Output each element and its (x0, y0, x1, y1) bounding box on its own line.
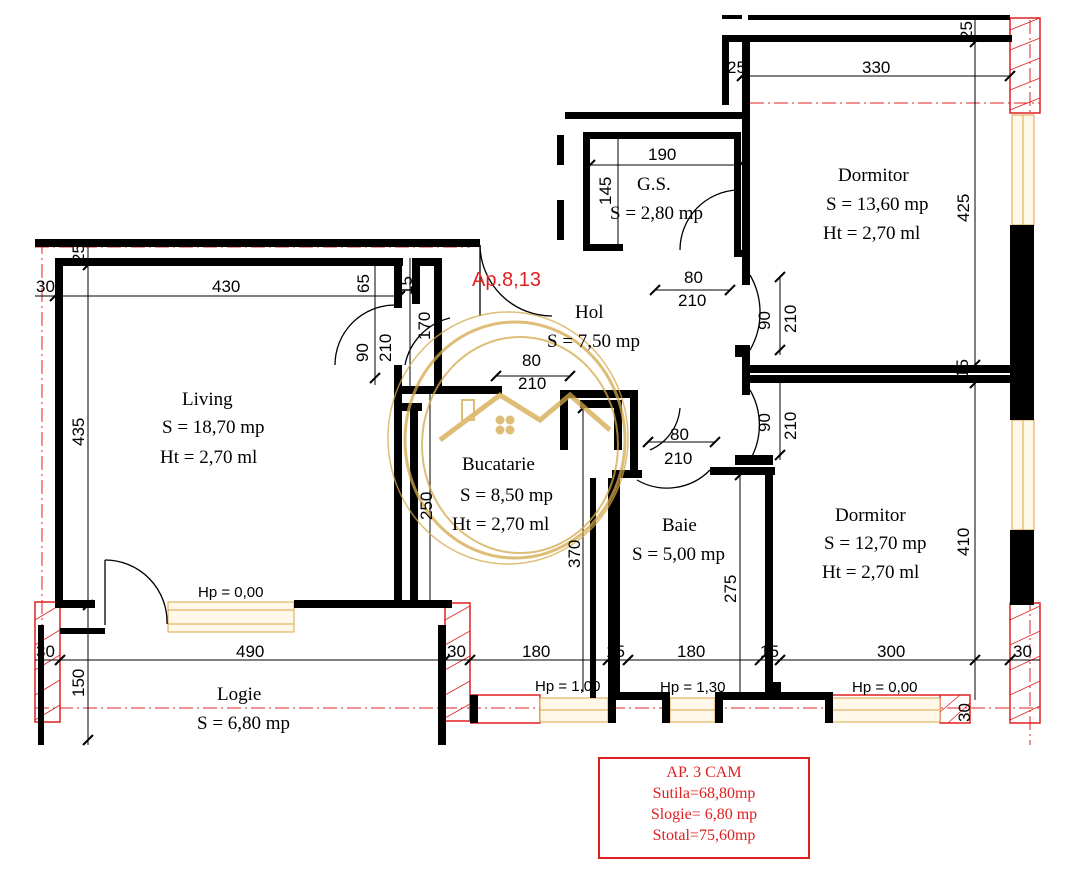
dim-30-bottom: 30 (955, 703, 974, 722)
dim-370: 370 (565, 540, 584, 568)
dim-210-f: 210 (664, 449, 692, 468)
dim-15-d: 15 (760, 642, 779, 661)
dim-330: 330 (862, 58, 890, 77)
dim-80-b: 80 (684, 268, 703, 287)
dormitor1-name: Dormitor (838, 165, 909, 186)
dimension-lines (35, 20, 1040, 746)
dormitor1-area: S = 13,60 mp (826, 194, 929, 215)
dim-25-right: 25 (957, 21, 976, 40)
dim-30-right: 30 (1013, 642, 1032, 661)
dim-180-a: 180 (522, 642, 550, 661)
dormitor2-name: Dormitor (835, 505, 906, 526)
dim-15-c: 15 (606, 642, 625, 661)
dim-80-c: 80 (670, 425, 689, 444)
dim-250: 250 (417, 492, 436, 520)
summary-stotal: Stotal=75,60mp (652, 827, 756, 844)
bucatarie-height: Ht = 2,70 ml (452, 514, 549, 535)
dim-210-b: 210 (518, 374, 546, 393)
dim-80-a: 80 (522, 351, 541, 370)
windows (167, 114, 1035, 723)
watermark-logo (387, 311, 629, 565)
gs-name: G.S. (637, 174, 671, 195)
dim-430: 430 (212, 277, 240, 296)
dim-170: 170 (415, 312, 434, 340)
dim-210-e: 210 (781, 412, 800, 440)
living-height: Ht = 2,70 ml (160, 447, 257, 468)
living-area: S = 18,70 mp (162, 417, 265, 438)
dormitor2-area: S = 12,70 mp (824, 533, 927, 554)
dormitor2-height: Ht = 2,70 ml (822, 562, 919, 583)
bucatarie-name: Bucatarie (462, 454, 535, 475)
baie-name: Baie (662, 515, 697, 536)
summary-sutila: Sutila=68,80mp (652, 785, 756, 802)
sill-labels: Hp = 0,00 Hp = 1,00 Hp = 1,30 Hp = 0,00 (198, 584, 917, 696)
summary-box: AP. 3 CAM Sutila=68,80mp Slogie= 6,80 mp… (598, 757, 810, 859)
hp-living: Hp = 0,00 (198, 584, 263, 601)
dim-180-b: 180 (677, 642, 705, 661)
dim-410: 410 (954, 528, 973, 556)
hp-bath: Hp = 1,30 (660, 679, 725, 696)
dim-90-c: 90 (755, 413, 774, 432)
hp-kitchen: Hp = 1,00 (535, 678, 600, 695)
dim-275: 275 (721, 575, 740, 603)
dim-25-living: 25 (69, 244, 88, 263)
hp-bedroom: Hp = 0,00 (852, 679, 917, 696)
logie-area: S = 6,80 mp (197, 713, 290, 734)
hol-name: Hol (575, 302, 604, 323)
room-labels: Living S = 18,70 mp Ht = 2,70 ml G.S. S … (160, 165, 929, 734)
dim-65: 65 (354, 274, 373, 293)
living-name: Living (182, 389, 233, 410)
dormitor1-height: Ht = 2,70 ml (823, 223, 920, 244)
baie-area: S = 5,00 mp (632, 544, 725, 565)
dim-150: 150 (69, 669, 88, 697)
dim-145: 145 (596, 177, 615, 205)
dim-30-mid: 30 (447, 642, 466, 661)
plan-label: Ap.8,13 (472, 269, 541, 291)
dimension-labels: 25 330 25 190 145 425 25 30 430 65 15 17… (36, 21, 1032, 722)
logie-name: Logie (217, 684, 261, 705)
dim-210-a: 210 (376, 334, 395, 362)
dim-425: 425 (954, 194, 973, 222)
dim-15-a: 15 (397, 276, 416, 295)
walls[interactable] (35, 15, 1034, 745)
dim-30-logie: 30 (36, 642, 55, 661)
dim-25-top: 25 (727, 58, 746, 77)
dim-300: 300 (877, 642, 905, 661)
gs-area: S = 2,80 mp (610, 203, 703, 224)
dim-210-c: 210 (781, 305, 800, 333)
summary-title: AP. 3 CAM (666, 764, 742, 781)
dim-30-living: 30 (36, 277, 55, 296)
summary-slogie: Slogie= 6,80 mp (650, 806, 758, 823)
dim-15-b: 15 (953, 359, 972, 378)
hol-area: S = 7,50 mp (547, 331, 640, 352)
doors[interactable] (104, 189, 761, 625)
dim-190: 190 (648, 145, 676, 164)
dim-210-d: 210 (678, 291, 706, 310)
dim-90-b: 90 (755, 311, 774, 330)
bucatarie-area: S = 8,50 mp (460, 485, 553, 506)
dim-490: 490 (236, 642, 264, 661)
dim-90-a: 90 (353, 343, 372, 362)
dim-435: 435 (69, 418, 88, 446)
